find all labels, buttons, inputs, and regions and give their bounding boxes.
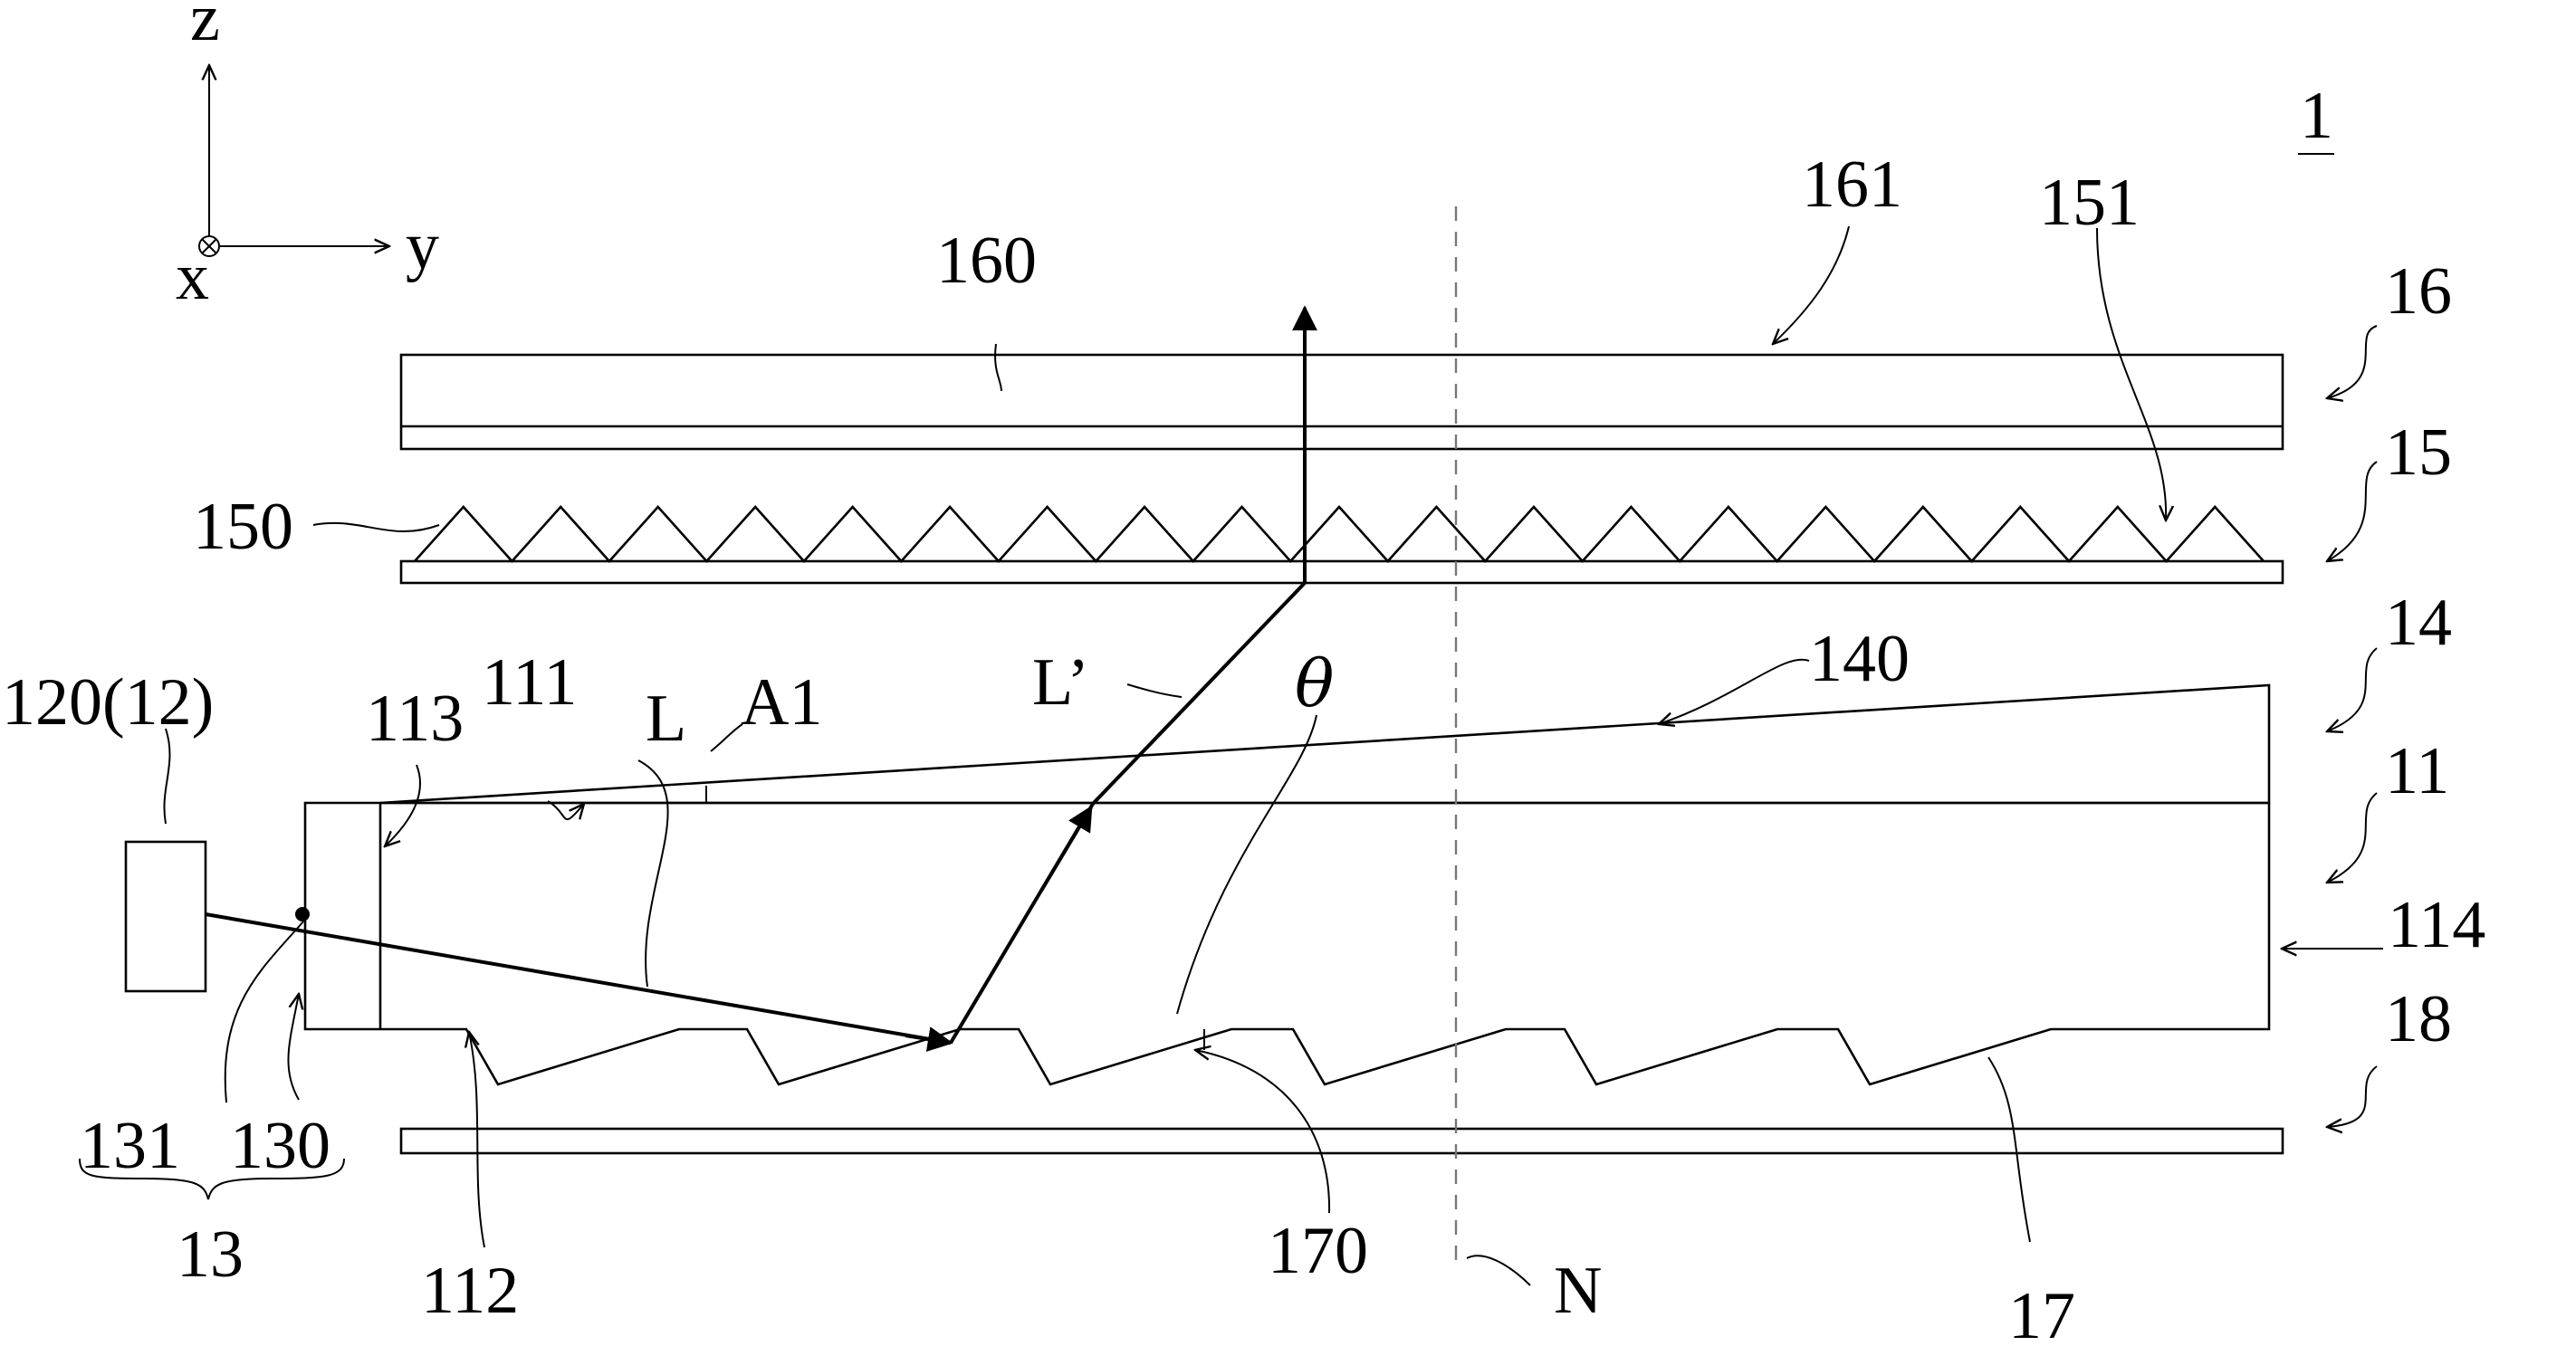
leader-theta [1177,715,1317,1014]
film-16-body [401,355,2283,449]
ray-lprime-arrow [1041,807,1091,891]
label-130: 130 [230,1109,330,1183]
leader-151 [2097,228,2166,520]
label-161: 161 [1802,148,1902,222]
leader-113 [385,765,420,846]
label-170: 170 [1268,1214,1368,1288]
leader-16 [2327,326,2377,398]
x-axis-label: x [176,240,209,314]
leader-11 [2327,793,2377,883]
y-axis-label: y [406,209,439,283]
light-source-120 [126,842,206,991]
label-13: 13 [177,1217,244,1292]
prism-ridges [415,507,2264,561]
label-l: L [646,682,686,756]
ray-l-incident [206,914,951,1043]
z-axis-label: z [190,0,220,55]
leader-17 [1988,1057,2030,1242]
label-11: 11 [2385,734,2449,808]
label-150: 150 [193,490,293,564]
leader-150 [313,523,439,531]
label-14: 14 [2385,586,2452,660]
leader-l [638,760,668,987]
label-120: 120(12) [2,665,214,740]
optical-film-16 [401,355,2283,449]
leader-161 [1773,226,1849,344]
label-18: 18 [2385,982,2452,1056]
leader-a1 [711,724,742,751]
reflector-18 [401,1129,2283,1153]
light-guide-11 [305,803,2269,1084]
label-15: 15 [2385,415,2452,490]
leader-120 [164,729,169,824]
leader-112 [469,1032,484,1247]
ray-lprime-path [951,583,1305,1043]
ray-start-point [295,907,310,921]
prism-sheet-base [401,561,2283,583]
assembly-label: 1 [2300,79,2333,153]
label-112: 112 [421,1254,519,1328]
leader-15 [2327,462,2377,561]
label-111: 111 [482,645,578,720]
leader-14 [2327,648,2377,731]
label-114: 114 [2388,888,2485,962]
leader-n [1467,1255,1530,1285]
label-lprime: L’ [1032,645,1089,720]
leader-131 [225,921,303,1103]
label-131: 131 [80,1109,180,1183]
ray-l-arrow [905,1036,951,1043]
leader-160 [995,344,1001,391]
label-a1: A1 [741,665,822,740]
prism-sheet-15 [401,507,2283,583]
leader-170 [1195,1050,1329,1213]
label-140: 140 [1809,622,1910,696]
label-113: 113 [366,682,464,756]
label-theta: θ [1295,645,1334,721]
reference-labels: 160 161 151 16 15 150 14 140 11 114 18 1… [2,148,2485,1346]
leader-lprime [1127,684,1181,697]
label-17: 17 [2008,1279,2075,1346]
light-guide-outline [305,803,2269,1084]
label-n: N [1554,1254,1602,1328]
coordinate-axes: z y x [176,0,439,314]
leader-130 [288,994,299,1100]
label-16: 16 [2385,254,2452,329]
label-151: 151 [2039,166,2140,240]
leader-lines [164,226,2383,1285]
leader-18 [2327,1066,2377,1127]
label-160: 160 [936,224,1037,298]
